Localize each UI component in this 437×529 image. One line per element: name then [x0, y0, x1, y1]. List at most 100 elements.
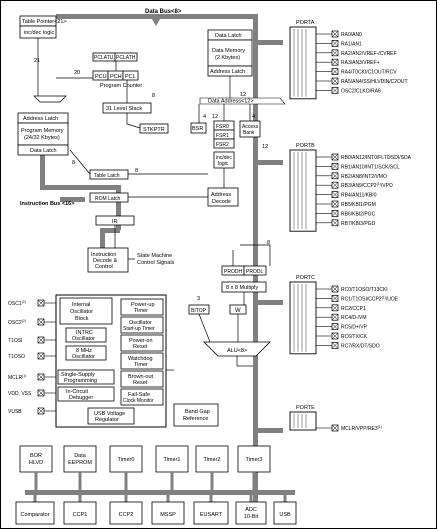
- port-pin-label: RB1/AN10/INT1/SCK/SCL: [341, 164, 400, 170]
- oscillator-reset-block: Internal Oscillator Block INTRC Oscillat…: [55, 294, 167, 428]
- data-memory-block: Data Latch Data Memory (2 Kbytes) Addres…: [207, 29, 253, 77]
- power-up-line-1: Power-up: [131, 302, 155, 308]
- bank-label: Bank: [243, 130, 255, 136]
- table-pointer-label: Table Pointer<21>: [22, 19, 67, 25]
- table-latch-label: Table Latch: [94, 173, 120, 179]
- port-pin-label: RC7/RX/DT/SDO: [341, 343, 380, 349]
- address-latch-pm-label: Address Latch: [23, 116, 58, 122]
- port-pin-label: RC0/T1OSO/T13CKI: [341, 287, 388, 293]
- peripheral-label: Data: [74, 453, 87, 459]
- single-supply-line-2: Programming: [64, 378, 97, 384]
- table-pointer-block: Table Pointer<21> inc/dec logic: [19, 15, 67, 39]
- data-address-label: Data Address<12>: [208, 99, 254, 105]
- in-circuit-line-1: In-Circuit: [66, 389, 88, 395]
- brown-out-line-2: Reset: [133, 380, 148, 386]
- prodh-label: PRODH: [224, 269, 242, 275]
- peripheral-bottom: EUSART: [193, 495, 229, 525]
- port-pin-label: RC2/CCP1: [341, 306, 366, 312]
- peripheral-bottom: Comparator: [15, 495, 55, 525]
- width-4-a: 4: [203, 114, 206, 120]
- porte-title: PORTE: [296, 405, 315, 411]
- port-pin-label: RA2/AN2/VREF-/CVREF: [341, 51, 397, 57]
- clock-pin-label: T1OSI: [8, 338, 22, 344]
- clock-pin-label: VUSB: [8, 409, 22, 415]
- port-pin-label: RA1/AN1: [341, 41, 362, 47]
- peripheral-top: Timer0: [109, 445, 143, 490]
- port-pin-label: MCLR/VPP/RE3(1): [341, 425, 382, 432]
- instruction-decode-block: Instruction Decode & Control State Machi…: [87, 247, 175, 273]
- peripheral-label: USB: [279, 512, 291, 518]
- width-4-b: 4: [252, 114, 255, 120]
- width-8-c: 8: [135, 168, 138, 174]
- width-8-a: 8: [152, 93, 155, 99]
- data-bus-label: Data Bus<8>: [145, 9, 182, 15]
- port-pin-label: RC1/T1OSI/CCP2(1)/UOE: [341, 295, 399, 302]
- single-supply-line-1: Single-Supply: [61, 372, 95, 378]
- program-memory-block: Address Latch Program Memory (24/32 Kbyt…: [17, 95, 69, 156]
- osc-startup-line-2: Start-up Timer: [123, 326, 155, 332]
- alu-block: PRODH PRODL 8 x 8 Multiply BITOP W ALU<8…: [188, 265, 271, 367]
- width-3: 3: [197, 296, 200, 302]
- instruction-decode-line-2: Decode &: [93, 258, 117, 264]
- peripheral-top: Timer1: [155, 445, 189, 490]
- peripheral-label: Timer2: [204, 457, 221, 463]
- rom-latch-label: ROM Latch: [95, 196, 121, 202]
- pch-label: PCH: [110, 74, 122, 80]
- data-memory-title: Data Memory: [212, 48, 245, 54]
- peripheral-bottom: CCP1: [63, 495, 97, 525]
- instruction-bus: [40, 150, 121, 248]
- peripheral-label: CCP1: [73, 512, 88, 518]
- peripheral-label: EUSART: [200, 512, 223, 518]
- fsr-block: BSR FSR0 FSR1 FSR2 inc/dec logic Access …: [190, 120, 261, 207]
- multiply-label: 8 x 8 Multiply: [226, 285, 258, 291]
- clock-pin-label: MCLR(1): [8, 374, 26, 381]
- internal-osc-line-3: Block: [75, 316, 89, 322]
- port-pin-label: RA5/AN4/SS/HLVDIN/C2OUT: [341, 79, 408, 85]
- data-memory-size: (2 Kbytes): [215, 55, 240, 61]
- port-pin-label: RA0/AN0: [341, 32, 362, 38]
- data-address-bus: [199, 97, 286, 105]
- width-12-c: 12: [212, 114, 218, 120]
- fsr2-label: FSR2: [216, 142, 229, 148]
- mhz8-line-2: Oscillator: [72, 354, 95, 360]
- intrc-line-1: INTRC: [76, 330, 93, 336]
- in-circuit-line-2: Debugger: [69, 395, 93, 401]
- alu-label: ALU<8>: [227, 348, 247, 354]
- power-on-line-1: Power-on: [129, 338, 153, 344]
- port-pin-label: RA4/T0CKI/C1OUT/RCV: [341, 70, 397, 76]
- port-pin-label: RC4/D-/VM: [341, 315, 367, 321]
- power-up-line-2: Timer: [134, 308, 148, 314]
- port-pin-label: RB6/KBI2/PGC: [341, 211, 376, 217]
- bsr-label: BSR: [192, 126, 203, 132]
- peripheral-label: Timer0: [118, 457, 135, 463]
- pcu-label: PCU: [95, 74, 107, 80]
- peripheral-label: ADC: [245, 507, 257, 513]
- width-21: 21: [34, 58, 40, 64]
- peripheral-label: BOR: [30, 453, 42, 459]
- pclath-label: PCLATH: [116, 55, 136, 61]
- bitop-label: BITOP: [191, 308, 207, 314]
- width-12-a: 12: [240, 92, 246, 98]
- band-gap-line-1: Band Gap: [185, 409, 210, 415]
- fsr-inc-dec-label: inc/dec: [216, 155, 232, 161]
- peripheral-label: EEPROM: [68, 460, 92, 466]
- peripheral-label: CCP2: [119, 512, 134, 518]
- peripheral-bottom: USB: [273, 495, 297, 525]
- peripheral-label: HLVD: [29, 460, 43, 466]
- bus-width-labels: 21 20 8 8 8 12 12 4 12 4 3 8: [34, 58, 270, 302]
- data-latch-pm-label: Data Latch: [30, 148, 57, 154]
- data-bus: [25, 14, 295, 514]
- porta-title: PORTA: [296, 20, 315, 26]
- instruction-bus-label: Instruction Bus <16>: [20, 201, 74, 207]
- port-pin-label: RC5/D+/VP: [341, 325, 368, 331]
- watchdog-line-2: Timer: [134, 362, 148, 368]
- clock-pin-label: VDD, VSS: [8, 391, 32, 397]
- pcl-label: PCL: [125, 74, 136, 80]
- peripheral-top: Timer3: [237, 445, 271, 490]
- peripheral-bottom: MSSP: [151, 495, 185, 525]
- internal-osc-line-2: Oscillator: [70, 309, 93, 315]
- ir-label: IR: [112, 219, 118, 225]
